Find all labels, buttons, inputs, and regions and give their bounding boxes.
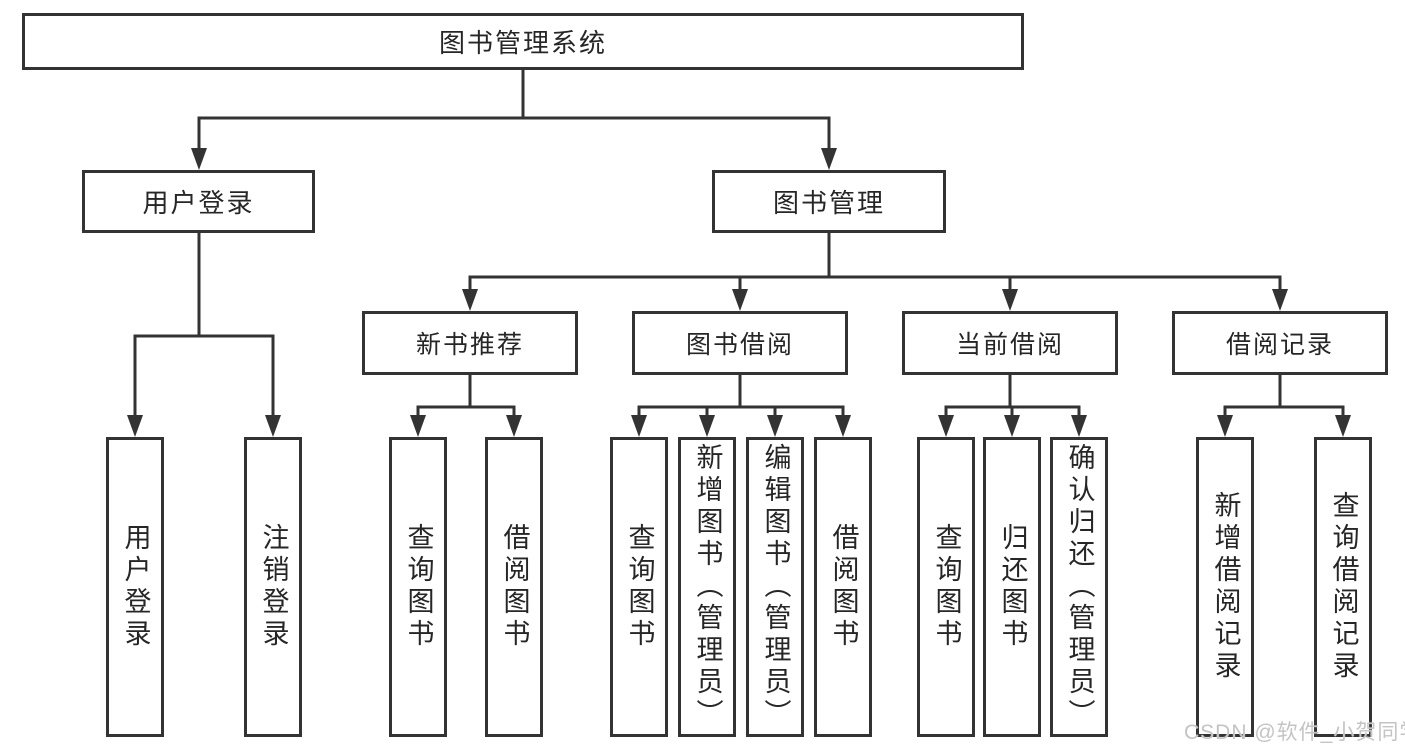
connector-records-to-leaves: [1223, 373, 1345, 419]
csdn-watermark: CSDN @软件_小贺同学: [1184, 721, 1405, 744]
arrowhead: [1335, 415, 1351, 437]
node-root-library-system: 图书管理系统: [22, 13, 1024, 70]
arrowhead: [410, 415, 426, 437]
arrowhead: [1071, 415, 1087, 437]
leaf-borrow-add-books-admin: 新增图书（管理员）: [678, 437, 736, 737]
leaf-newbook-query-books: 查询图书: [389, 437, 447, 737]
leaf-current-return-books: 归还图书: [983, 437, 1041, 737]
node-borrowing-records: 借阅记录: [1172, 311, 1388, 375]
node-current-borrowing: 当前借阅: [902, 311, 1118, 375]
connector-newbooks-to-leaves: [416, 373, 516, 419]
arrowhead: [462, 289, 478, 311]
arrowhead: [265, 415, 281, 437]
arrowhead: [699, 415, 715, 437]
node-book-management: 图书管理: [712, 170, 946, 233]
arrowhead: [1002, 289, 1018, 311]
arrowhead: [1217, 415, 1233, 437]
connector-userlogin-to-leaves: [133, 231, 275, 419]
leaf-borrow-query-books: 查询图书: [610, 437, 668, 737]
leaf-current-confirm-return-admin: 确认归还（管理员）: [1050, 437, 1108, 737]
connector-current-to-leaves: [944, 373, 1081, 419]
leaf-current-query-books: 查询图书: [917, 437, 975, 737]
arrowhead: [835, 415, 851, 437]
arrowhead: [821, 148, 837, 170]
leaf-records-query-record: 查询借阅记录: [1314, 437, 1372, 737]
leaf-newbook-borrow-books: 借阅图书: [485, 437, 543, 737]
arrowhead: [1272, 289, 1288, 311]
arrowhead: [191, 148, 207, 170]
arrowhead: [1004, 415, 1020, 437]
leaf-user-login: 用户登录: [106, 437, 164, 737]
leaf-logout: 注销登录: [244, 437, 302, 737]
arrowhead: [938, 415, 954, 437]
arrowhead: [506, 415, 522, 437]
leaf-records-add-record: 新增借阅记录: [1196, 437, 1254, 737]
arrowhead: [127, 415, 143, 437]
connector-root-to-level2: [197, 68, 831, 152]
leaf-borrow-edit-books-admin: 编辑图书（管理员）: [746, 437, 804, 737]
connector-bookmgmt-to-level3: [468, 231, 1282, 293]
node-new-book-recommend: 新书推荐: [362, 311, 578, 375]
node-user-login: 用户登录: [82, 170, 315, 233]
arrowhead: [631, 415, 647, 437]
leaf-borrow-borrow-books: 借阅图书: [814, 437, 872, 737]
connector-borrow-to-leaves: [637, 373, 845, 419]
arrowhead: [732, 289, 748, 311]
node-book-borrowing: 图书借阅: [632, 311, 848, 375]
arrowhead: [767, 415, 783, 437]
